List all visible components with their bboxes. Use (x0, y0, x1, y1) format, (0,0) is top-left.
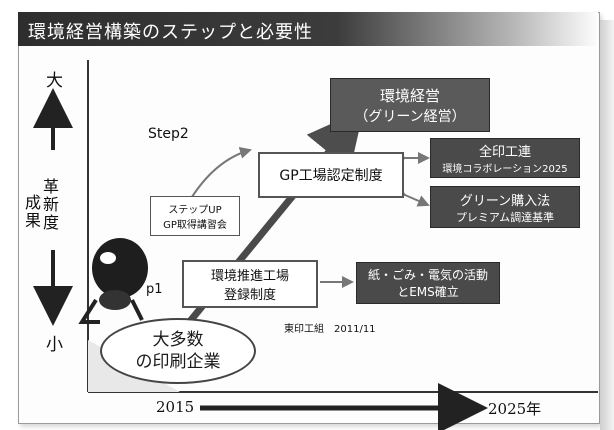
timeline-end: 2025年 (488, 400, 542, 418)
env-factory-box: 環境推進工場 登録制度 (182, 260, 318, 308)
axis-left-label: 成 果 (24, 194, 42, 230)
majority-line1: 大多数 (152, 330, 204, 350)
step1-label: p1 (146, 282, 163, 297)
majority-line2: の印刷企業 (135, 352, 221, 372)
right-label-char: 度 (42, 213, 59, 232)
slide-edge-shadow (600, 20, 614, 430)
green-management-line1: 環境経営 (379, 86, 440, 105)
paper-activity-box: 紙・ごみ・電気の活動 とEMS確立 (356, 262, 500, 304)
gp-factory-box: GP工場認定制度 (258, 152, 404, 198)
step-up-line1: ステップUP (168, 205, 222, 216)
zeninkoren-box: 全印工連 環境コラボレーション2025 (430, 138, 580, 178)
title-bar (18, 12, 598, 46)
majority-ellipse: 大多数 の印刷企業 (100, 318, 256, 384)
green-purchase-line1: グリーン購入法 (459, 193, 551, 209)
axis-bottom-label: 小 (46, 335, 63, 355)
axis-right-label: 革 新 度 (42, 178, 60, 232)
env-factory-line1: 環境推進工場 (210, 269, 289, 284)
green-management-line2: （グリーン経営） (354, 108, 466, 125)
step2-label: Step2 (148, 126, 189, 142)
green-purchase-box: グリーン購入法 プレミアム調達基準 (430, 186, 580, 228)
env-factory-line2: 登録制度 (223, 288, 276, 303)
green-purchase-line2: プレミアム調達基準 (455, 210, 555, 224)
left-label-char: 果 (24, 211, 41, 230)
step-up-line2: GP取得講習会 (163, 220, 227, 231)
step-up-box: ステップUP GP取得講習会 (150, 196, 240, 236)
mascot-character (78, 238, 148, 324)
source-label: 東印工組 2011/11 (284, 324, 376, 335)
right-label-char: 革 (42, 177, 59, 196)
right-label-char: 新 (42, 195, 59, 214)
green-management-box: 環境経営 （グリーン経営） (330, 78, 490, 132)
gp-to-green-purchase-arrow (393, 185, 430, 207)
axis-top-label: 大 (46, 71, 63, 91)
zeninkoren-line2: 環境コラボレーション2025 (442, 164, 568, 175)
zeninkoren-line1: 全印工連 (478, 145, 531, 160)
paper-activity-line2: とEMS確立 (397, 285, 459, 299)
paper-activity-line1: 紙・ごみ・電気の活動 (367, 268, 488, 282)
step-up-arrow (189, 146, 252, 201)
slide-title: 環境経営構築のステップと必要性 (28, 22, 313, 43)
left-label-char: 成 (24, 193, 41, 212)
timeline-start: 2015 (156, 398, 195, 416)
